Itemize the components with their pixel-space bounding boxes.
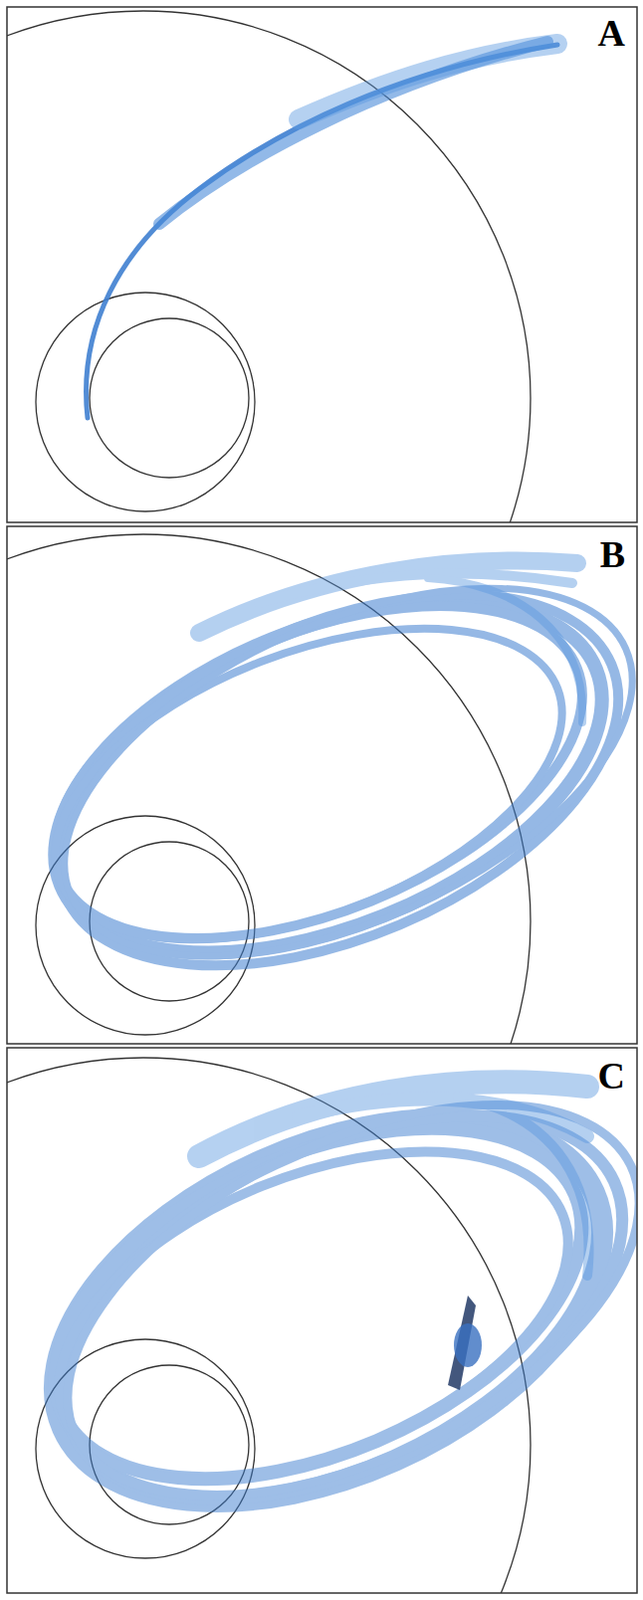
panel-b-figure [6, 526, 638, 1045]
panel-letter: A [596, 13, 628, 52]
panel-a-figure [6, 10, 558, 523]
panel-letter: C [596, 1057, 628, 1095]
panel-letter: B [598, 535, 628, 574]
panel-frame [6, 6, 638, 523]
panel-frame [6, 1048, 638, 1594]
panel-frame [6, 526, 638, 1045]
panel-c-figure [6, 1048, 638, 1594]
